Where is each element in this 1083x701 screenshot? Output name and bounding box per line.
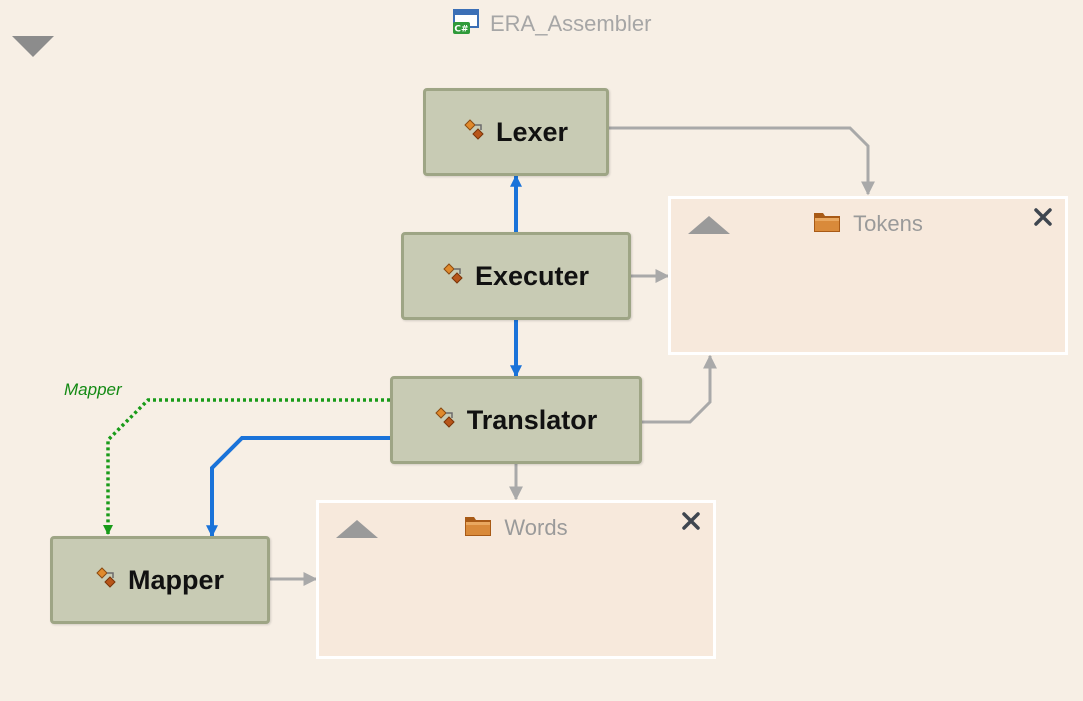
folder-icon — [464, 513, 492, 542]
class-lexer-label: Lexer — [495, 116, 569, 147]
class-translator[interactable]: Translator — [390, 376, 642, 464]
class-icon — [443, 262, 467, 290]
class-mapper[interactable]: Mapper — [50, 536, 270, 624]
diagram-title: ERA_Assembler — [490, 11, 652, 36]
class-lexer[interactable]: Lexer — [423, 88, 609, 176]
edge-label-mapper: Mapper — [64, 380, 122, 399]
diagram-header: C# ERA_Assembler — [452, 8, 652, 40]
csharp-project-icon: C# — [452, 8, 480, 40]
collapse-diagram-icon[interactable] — [12, 36, 54, 57]
edge-translator-to-tokens[interactable] — [642, 354, 717, 424]
folder-tokens[interactable]: Tokens — [668, 196, 1068, 355]
svg-text:C#: C# — [454, 24, 468, 34]
folder-words[interactable]: Words — [316, 500, 716, 659]
folder-tokens-label: Tokens — [853, 210, 923, 236]
folder-icon — [813, 209, 841, 238]
close-tokens-icon[interactable] — [1031, 205, 1055, 229]
class-icon — [464, 118, 488, 146]
edge-translator-to-mapper[interactable] — [206, 436, 390, 538]
class-mapper-label: Mapper — [127, 564, 225, 595]
folder-words-label: Words — [504, 514, 568, 540]
folder-words-title: Words — [319, 513, 713, 542]
class-translator-label: Translator — [466, 404, 598, 435]
edge-lexer-to-tokens[interactable] — [609, 126, 875, 196]
class-executer[interactable]: Executer — [401, 232, 631, 320]
collapse-words-icon[interactable] — [336, 520, 378, 538]
edge-translator-mapper-field[interactable] — [103, 398, 390, 535]
collapse-tokens-icon[interactable] — [688, 216, 730, 234]
class-icon — [96, 566, 120, 594]
close-words-icon[interactable] — [679, 509, 703, 533]
class-icon — [435, 406, 459, 434]
folder-tokens-title: Tokens — [671, 209, 1065, 238]
class-executer-label: Executer — [474, 260, 590, 291]
